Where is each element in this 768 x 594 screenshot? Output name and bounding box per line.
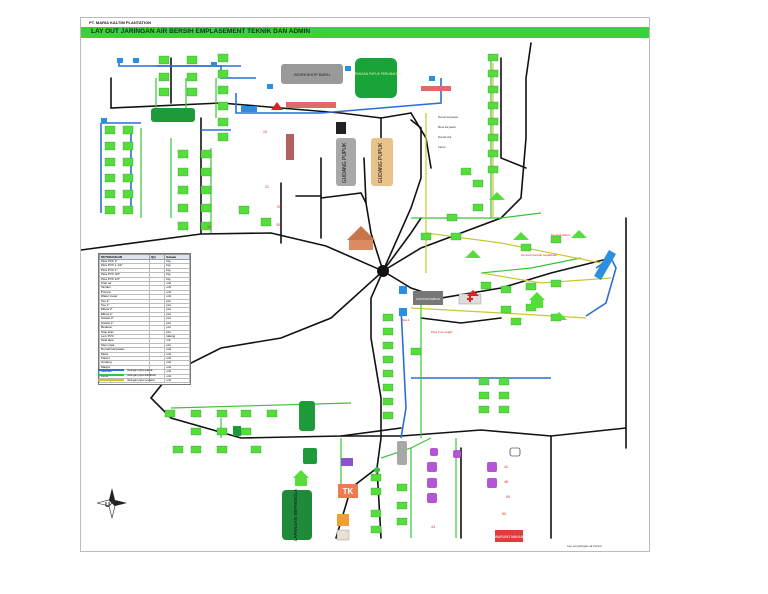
field-3 bbox=[233, 426, 241, 436]
roundabout bbox=[377, 265, 389, 277]
compass-icon bbox=[96, 488, 127, 519]
mess-bar bbox=[421, 86, 451, 91]
legend-key-label: Jaringan pipa rencana bbox=[127, 377, 155, 382]
kantor-kebun bbox=[413, 291, 443, 305]
map-sheet: PT. MARIA KALTIM PLANTATION LAY OUT JARI… bbox=[80, 17, 650, 552]
legend-key-label: Jaringan pipa distribusi bbox=[127, 372, 156, 377]
gudang-pupuk-1 bbox=[336, 138, 356, 186]
red-block bbox=[286, 134, 294, 160]
title-bar: LAY OUT JARINGAN AIR BERSIH EMPLASEMENT … bbox=[81, 27, 649, 38]
field-1 bbox=[299, 401, 315, 431]
warung-makan bbox=[495, 530, 523, 542]
gudang-pupuk-1-label: GUDANG PUPUK bbox=[342, 142, 348, 183]
legend-swatch bbox=[98, 368, 124, 371]
tree-icon bbox=[374, 467, 380, 473]
right-notes: Rumah karyawan Mess karyawan Rumah staf … bbox=[438, 115, 459, 149]
purple-buildings bbox=[427, 447, 521, 503]
lapangan-sepakbola-label: LAPANGAN SEPAKBOLA bbox=[293, 489, 298, 541]
field-2 bbox=[303, 448, 317, 464]
legend-key: Jaringan pipa utama bbox=[98, 367, 213, 372]
red-numbers: 15 21 20 36 30 42 48 49 50 44 bbox=[207, 130, 510, 529]
compass-north-label: U bbox=[105, 502, 111, 509]
water-tanks bbox=[101, 58, 435, 316]
workshop-bar bbox=[286, 102, 336, 108]
svg-text:50: 50 bbox=[502, 512, 506, 516]
pipes-main bbox=[100, 60, 617, 439]
note-sepakbola: Ke arah pemain sepakbola bbox=[521, 253, 557, 257]
legend-key-label: Jaringan pipa utama bbox=[127, 367, 153, 372]
svg-text:Rumah staf: Rumah staf bbox=[438, 135, 452, 139]
lapangan-sepakbola bbox=[282, 490, 312, 540]
svg-text:21: 21 bbox=[265, 185, 269, 189]
legend-qty bbox=[149, 377, 166, 384]
lapangan-pupuk bbox=[355, 58, 397, 98]
klinik-cross-icon bbox=[467, 296, 473, 302]
warung-makan-label: WARUNG MAKAN bbox=[495, 535, 524, 539]
office-block bbox=[397, 441, 407, 465]
tk-label: TK bbox=[343, 487, 354, 496]
svg-text:49: 49 bbox=[506, 495, 510, 499]
legend-key: Jaringan pipa rencana bbox=[98, 377, 213, 382]
purple-small bbox=[341, 458, 353, 466]
legend-swatch bbox=[98, 373, 124, 376]
houses bbox=[104, 53, 562, 534]
svg-text:Rumah karyawan: Rumah karyawan bbox=[438, 115, 459, 119]
svg-text:44: 44 bbox=[431, 525, 435, 529]
svg-text:48: 48 bbox=[504, 480, 508, 484]
tank-right bbox=[594, 250, 616, 280]
green-hall bbox=[151, 108, 195, 122]
gudang-pupuk-2 bbox=[371, 138, 393, 186]
notes: Pipa 2 ke tangki Pipa 1 Ke arah kebun Ke… bbox=[401, 233, 571, 334]
legend-key: Jaringan pipa distribusi bbox=[98, 372, 213, 377]
mushola-roof bbox=[347, 226, 375, 240]
grey-building bbox=[336, 529, 350, 541]
company-name: PT. MARIA KALTIM PLANTATION bbox=[89, 20, 152, 25]
footer-label: Lay out jaringan air bersih bbox=[567, 544, 602, 548]
svg-text:Kantor: Kantor bbox=[438, 145, 446, 149]
orange-building bbox=[337, 514, 349, 526]
note-pipa-1: Pipa 1 bbox=[401, 318, 410, 322]
tk-building bbox=[338, 484, 358, 498]
tower-block bbox=[336, 122, 346, 134]
red-markers bbox=[271, 102, 479, 296]
svg-text:15: 15 bbox=[263, 130, 267, 134]
svg-text:30: 30 bbox=[276, 223, 280, 227]
svg-text:20: 20 bbox=[277, 205, 281, 209]
house-icons bbox=[293, 192, 587, 486]
svg-text:Mess karyawan: Mess karyawan bbox=[438, 125, 457, 129]
svg-text:42: 42 bbox=[504, 465, 508, 469]
note-kebun: Ke arah kebun bbox=[551, 233, 571, 237]
note-pipa-2: Pipa 2 ke tangki bbox=[431, 330, 453, 334]
workshop-building bbox=[281, 64, 343, 84]
kantor-kebun-label: KANTOR KEBUN bbox=[416, 297, 440, 301]
legend-swatch bbox=[98, 378, 124, 381]
site-map: WORKSHOP BARU LAPANGAN PUPUK PERUMAHAN G… bbox=[81, 42, 627, 542]
legend-unit: unit bbox=[164, 377, 190, 384]
map-title: LAY OUT JARINGAN AIR BERSIH EMPLASEMENT … bbox=[91, 28, 311, 35]
mushola-building bbox=[349, 240, 373, 250]
gudang-pupuk-2-label: GUDANG PUPUK bbox=[378, 142, 384, 183]
lapangan-pupuk-label: LAPANGAN PUPUK PERUMAHAN bbox=[351, 72, 402, 76]
svg-text:36: 36 bbox=[207, 225, 211, 229]
workshop-label: WORKSHOP BARU bbox=[294, 72, 330, 77]
